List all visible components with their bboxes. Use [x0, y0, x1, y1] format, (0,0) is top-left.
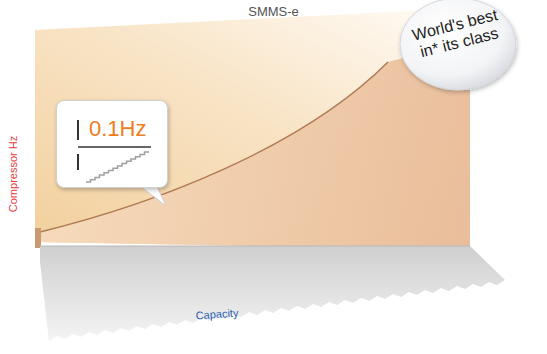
capacity-curve: [40, 62, 388, 232]
badge-text: World's best in* its class: [409, 6, 505, 62]
wall-edge: [35, 228, 41, 248]
callout-box: 0.1Hz: [56, 100, 168, 188]
curve-area: [40, 40, 470, 250]
floor-edge: [40, 246, 470, 247]
stair-icon: [56, 100, 168, 188]
badge: World's best in* its class: [406, 4, 510, 84]
floor-strip: [40, 246, 505, 341]
callout-value: 0.1Hz: [89, 117, 146, 141]
badge-bubble: [400, 0, 516, 90]
axis-label: Compressor Hz: [7, 129, 19, 219]
